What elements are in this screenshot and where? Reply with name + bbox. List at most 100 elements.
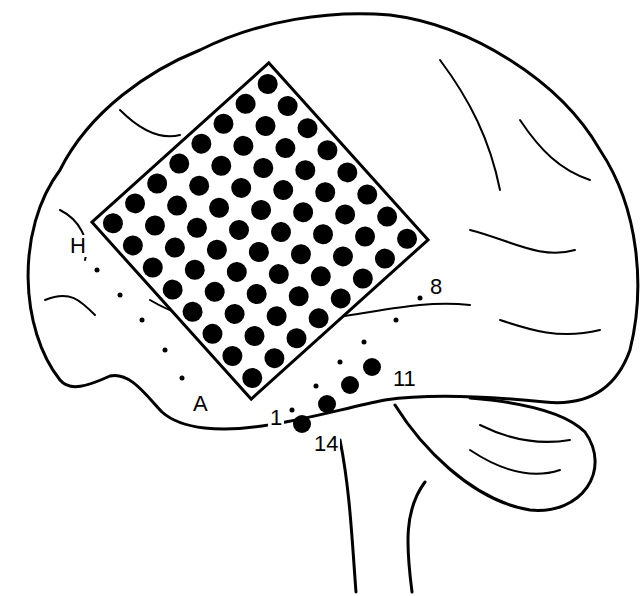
- strip-electrode: [95, 268, 100, 273]
- electrode: [371, 244, 399, 272]
- electrode: [198, 320, 226, 348]
- strip-electrode: [180, 376, 185, 381]
- strip-electrode: [290, 408, 295, 413]
- electrode: [293, 114, 321, 142]
- electrode: [247, 196, 275, 224]
- sulcus: [470, 450, 560, 474]
- electrode: [329, 242, 357, 270]
- electrode: [231, 90, 259, 118]
- strip-electrode: [163, 348, 168, 353]
- strip-electrode: [362, 340, 367, 345]
- electrode: [304, 304, 332, 332]
- electrode: [373, 202, 401, 230]
- electrode: [139, 253, 167, 281]
- strip-electrode: [394, 318, 399, 323]
- electrode-strips: [95, 268, 423, 434]
- electrode-label: 14: [312, 433, 340, 455]
- electrode: [249, 154, 277, 182]
- electrode: [285, 282, 313, 310]
- electrode: [260, 344, 288, 372]
- sulcus: [440, 60, 500, 190]
- sulcus: [520, 120, 590, 180]
- electrode: [183, 214, 211, 242]
- electrode: [273, 92, 301, 120]
- electrode: [209, 110, 237, 138]
- electrode-label: 8: [428, 276, 444, 298]
- electrode: [289, 198, 317, 226]
- electrode: [185, 172, 213, 200]
- electrode: [393, 225, 421, 253]
- electrode: [333, 158, 361, 186]
- strip-electrode: [363, 358, 381, 376]
- electrode: [351, 222, 379, 250]
- electrode-grid: [92, 63, 428, 399]
- electrode: [223, 258, 251, 286]
- electrode: [287, 240, 315, 268]
- electrode: [163, 191, 191, 219]
- electrode: [178, 298, 206, 326]
- electrode: [313, 136, 341, 164]
- sulcus: [500, 320, 600, 334]
- electrode: [243, 280, 271, 308]
- electrode: [141, 211, 169, 239]
- strip-electrode: [314, 384, 319, 389]
- strip-electrode: [318, 395, 336, 413]
- electrode: [181, 256, 209, 284]
- electrode: [309, 220, 337, 248]
- strip-electrode: [418, 296, 423, 301]
- electrode: [121, 189, 149, 217]
- electrode-label: H: [68, 235, 88, 257]
- grid-frame: [92, 63, 428, 399]
- electrode: [201, 278, 229, 306]
- electrode: [187, 130, 215, 158]
- electrode: [207, 152, 235, 180]
- electrode: [262, 302, 290, 330]
- strip-electrode: [293, 415, 311, 433]
- electrode: [161, 233, 189, 261]
- strip-electrode: [118, 293, 123, 298]
- electrode: [159, 275, 187, 303]
- electrode: [307, 262, 335, 290]
- electrode: [327, 284, 355, 312]
- electrode: [227, 174, 255, 202]
- electrode: [99, 209, 127, 237]
- electrode: [265, 260, 293, 288]
- electrode: [251, 112, 279, 140]
- electrode: [245, 238, 273, 266]
- electrode-label: 11: [391, 368, 418, 390]
- sulcus: [120, 110, 180, 136]
- electrode: [225, 216, 253, 244]
- cerebrum-outline: [28, 14, 638, 429]
- electrode: [267, 218, 295, 246]
- electrode: [271, 134, 299, 162]
- electrode: [143, 169, 171, 197]
- strip-electrode: [341, 376, 359, 394]
- electrode: [349, 264, 377, 292]
- electrode: [269, 176, 297, 204]
- electrode: [291, 156, 319, 184]
- electrode: [240, 322, 268, 350]
- electrode-label: A: [191, 393, 210, 415]
- sulcus: [480, 425, 570, 442]
- electrode: [165, 149, 193, 177]
- strip-electrode: [338, 360, 343, 365]
- electrode: [220, 300, 248, 328]
- strip-electrode: [140, 318, 145, 323]
- electrode: [238, 364, 266, 392]
- sulcus: [470, 230, 575, 253]
- electrode: [203, 236, 231, 264]
- sulcus: [45, 296, 95, 315]
- electrode: [218, 342, 246, 370]
- electrode: [119, 231, 147, 259]
- cerebellum-outline: [395, 398, 595, 510]
- electrode: [311, 178, 339, 206]
- electrode: [254, 70, 282, 98]
- brainstem-outline: [340, 440, 425, 592]
- electrode: [205, 194, 233, 222]
- electrode-label: 1: [268, 407, 284, 429]
- electrode: [331, 200, 359, 228]
- electrode: [229, 132, 257, 160]
- electrode: [282, 324, 310, 352]
- electrode: [353, 180, 381, 208]
